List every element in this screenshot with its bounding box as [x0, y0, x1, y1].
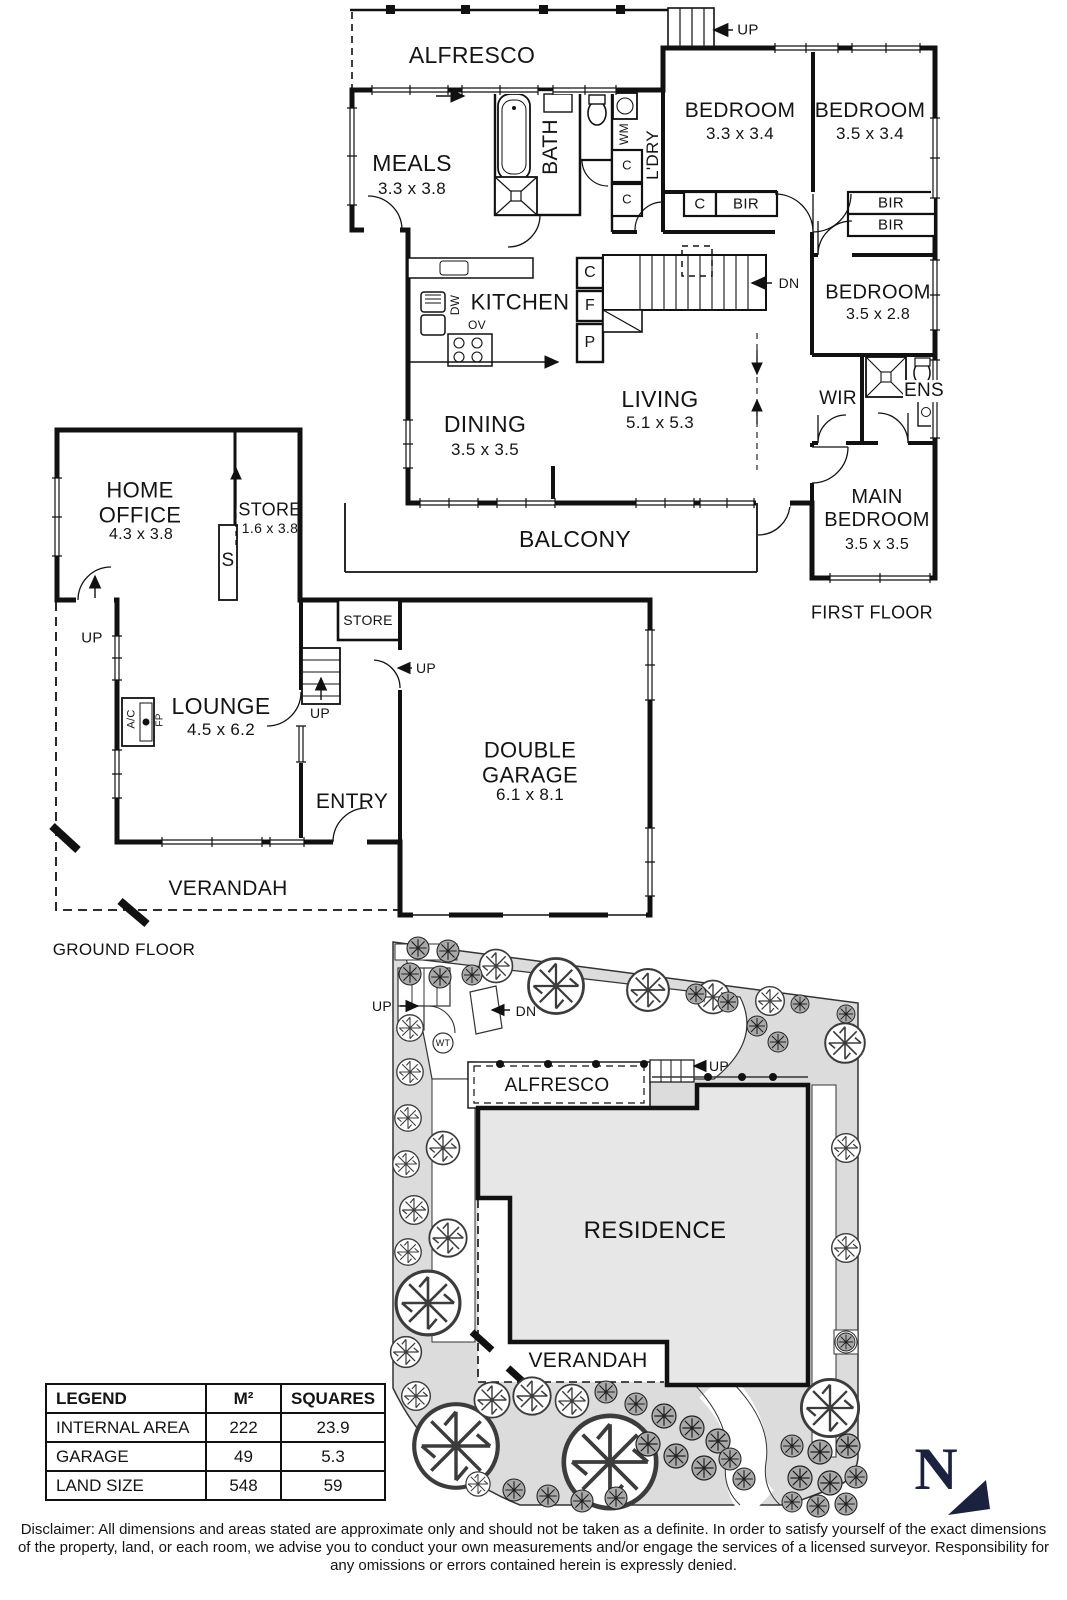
sp-verandah-label: VERANDAH	[528, 1348, 648, 1372]
gf-fireplace-label: FP	[154, 713, 166, 727]
ff-bedroom2-dims: 3.5 x 3.4	[836, 124, 904, 144]
ff-living-dims: 5.1 x 5.3	[626, 413, 694, 433]
ff-main-bedroom-name: MAIN BEDROOM	[824, 486, 930, 531]
gf-store-small-label: STORE	[343, 611, 393, 628]
disclaimer-text: Disclaimer: All dimensions and areas sta…	[17, 1521, 1050, 1574]
gf-floor-label: GROUND FLOOR	[52, 940, 196, 960]
ff-bedroom1-name: BEDROOM	[684, 98, 796, 122]
ff-bedroom3-dims: 3.5 x 2.8	[845, 305, 911, 323]
ff-kitchen-label: KITCHEN	[470, 289, 570, 315]
ground-floor-plan	[49, 427, 655, 928]
ff-floor-label: FIRST FLOOR	[811, 602, 933, 623]
sp-residence-label: RESIDENCE	[583, 1217, 727, 1245]
legend-cell: INTERNAL AREA	[45, 1412, 207, 1443]
sp-dn-label: DN	[515, 1002, 537, 1019]
ff-bir-hall-label: BIR	[733, 195, 759, 213]
legend-row-internal: INTERNAL AREA 222 23.9	[45, 1412, 387, 1443]
legend-cell: 59	[279, 1470, 387, 1501]
ff-bir-right1-label: BIR	[878, 194, 904, 212]
gf-garage-dims: 6.1 x 8.1	[496, 785, 564, 805]
ff-wir-label: WIR	[819, 388, 857, 410]
ff-cupboard1-label: C	[622, 157, 632, 173]
gf-home-office-dims: 4.3 x 3.8	[108, 525, 174, 543]
legend-cell: GARAGE	[45, 1441, 207, 1472]
north-label: N	[914, 1436, 957, 1502]
gf-lounge-name: LOUNGE	[171, 692, 271, 719]
ff-cupboard2-label: C	[622, 191, 632, 207]
gf-aircon-label: A/C	[125, 709, 138, 729]
sp-alfresco-label: ALFRESCO	[504, 1075, 610, 1097]
ff-fridge-label: F	[584, 296, 596, 314]
ff-dining-dims: 3.5 x 3.5	[451, 440, 519, 460]
site-plan	[389, 936, 868, 1520]
legend-cell: LAND SIZE	[45, 1470, 207, 1501]
legend-row-garage: GARAGE 49 5.3	[45, 1441, 387, 1472]
ff-bath-label: BATH	[538, 119, 562, 175]
legend-header-row: LEGEND M² SQUARES	[45, 1383, 387, 1414]
ff-bedroom2-name: BEDROOM	[814, 98, 926, 122]
gf-up-door-label: UP	[81, 629, 103, 647]
ff-dishwasher-label: DW	[448, 294, 463, 316]
gf-garage-name: DOUBLE GARAGE	[482, 737, 578, 788]
ff-dn-label: DN	[778, 274, 800, 291]
ff-up-label: UP	[737, 21, 759, 39]
legend-cell: 23.9	[279, 1412, 387, 1443]
legend-table: LEGEND M² SQUARES INTERNAL AREA 222 23.9…	[45, 1383, 387, 1501]
legend-header-m2: M²	[205, 1383, 282, 1414]
ff-dining-name: DINING	[443, 410, 527, 437]
ff-pantry-label: P	[584, 333, 596, 351]
legend-cell: 222	[205, 1412, 282, 1443]
first-floor-plan	[344, 5, 940, 583]
legend-header-squares: SQUARES	[279, 1383, 387, 1414]
ff-meals-dims: 3.3 x 3.8	[378, 179, 446, 199]
ff-bedroom1-dims: 3.3 x 3.4	[706, 124, 774, 144]
gf-entry-label: ENTRY	[315, 789, 389, 813]
ff-balcony-label: BALCONY	[518, 525, 632, 552]
ff-laundry-label: L'DRY	[643, 130, 663, 180]
gf-lounge-dims: 4.5 x 6.2	[187, 720, 255, 740]
ff-cupboard-hall-label: C	[694, 195, 706, 213]
ff-living-name: LIVING	[621, 385, 699, 412]
sp-up-steps-label: UP	[371, 997, 393, 1014]
gf-shelves-label: S	[221, 550, 235, 572]
sp-wt-label: WT	[435, 1037, 451, 1048]
ff-bedroom3-name: BEDROOM	[825, 281, 931, 304]
ff-ens-label: ENS	[903, 380, 945, 402]
gf-up-garage-label: UP	[415, 659, 437, 676]
gf-verandah-label: VERANDAH	[168, 876, 288, 900]
ff-main-bedroom-dims: 3.5 x 3.5	[844, 535, 910, 553]
ff-bir-right2-label: BIR	[878, 216, 904, 234]
legend-cell: 548	[205, 1470, 282, 1501]
ff-oven-label: OV	[468, 318, 486, 333]
ff-wm-label: WM	[617, 123, 632, 145]
gf-store-name: STORE	[238, 499, 302, 520]
legend-header-name: LEGEND	[45, 1383, 207, 1414]
north-compass-icon: N	[914, 1436, 990, 1515]
legend-cell: 49	[205, 1441, 282, 1472]
ff-meals-name: MEALS	[372, 149, 452, 176]
legend-cell: 5.3	[279, 1441, 387, 1472]
ff-alfresco-label: ALFRESCO	[408, 41, 536, 68]
sp-up-stairs-label: UP	[708, 1057, 730, 1074]
legend-row-land: LAND SIZE 548 59	[45, 1470, 387, 1501]
gf-home-office-name: HOME OFFICE	[98, 477, 182, 528]
gf-store-dims: 1.6 x 3.8	[241, 519, 299, 536]
ff-linen-label: C	[584, 263, 596, 281]
gf-up-stairs-label: UP	[309, 704, 331, 721]
